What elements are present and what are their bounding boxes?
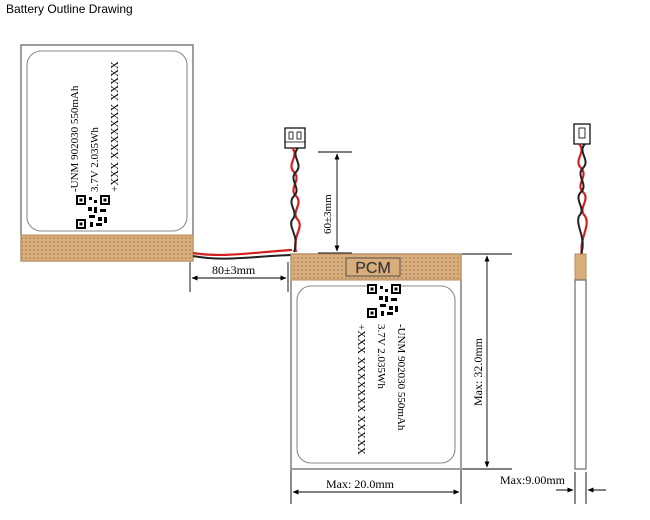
width-dimension: Max: 20.0mm [290, 470, 462, 504]
left-label-line1: -UNM 902030 550mAh [69, 85, 81, 192]
side-cell [574, 279, 587, 470]
left-label-line3: +XXX XXXXXXX XXXXX [109, 61, 121, 192]
twisted-lead [290, 147, 301, 253]
connector-lead-label: 60±3mm [322, 194, 334, 234]
left-pcm-strip [20, 234, 194, 262]
connector-lead-dimension: 60±3mm [318, 151, 352, 254]
width-label: Max: 20.0mm [326, 477, 395, 491]
connector-body [284, 127, 306, 149]
height-dimension: Max: 32.0mm [462, 253, 512, 470]
height-label: Max: 32.0mm [471, 337, 485, 406]
connecting-wire [192, 248, 293, 260]
side-view [573, 123, 591, 470]
side-pcm [574, 253, 587, 281]
thickness-dimension: Max:9.00mm [500, 472, 606, 504]
pcm-label: PCM [355, 260, 391, 277]
front-label-line2: 3.7V 2.035Wh [375, 324, 387, 389]
thickness-label: Max:9.00mm [500, 473, 566, 487]
front-cell: PCM -UNM 902030 550mAh 3.7V 2.035Wh +XXX… [290, 253, 462, 470]
left-cell: -UNM 902030 550mAh 3.7V 2.035Wh +XXX XXX… [20, 44, 194, 262]
page-title: Battery Outline Drawing [6, 2, 133, 16]
pcm-label-box [345, 257, 401, 277]
connector [284, 127, 306, 149]
left-qr-code [76, 195, 110, 229]
front-label-line1: -UNM 902030 550mAh [395, 324, 407, 431]
wire-length-label: 80±3mm [212, 263, 256, 277]
left-cell-inner [26, 50, 188, 232]
front-label-line3: +XXX XXXXXXX XXXXX [355, 324, 367, 455]
left-label-line2: 3.7V 2.035Wh [89, 127, 101, 192]
front-qr-code [367, 284, 401, 318]
wire-length-dimension: 80±3mm [189, 262, 289, 292]
